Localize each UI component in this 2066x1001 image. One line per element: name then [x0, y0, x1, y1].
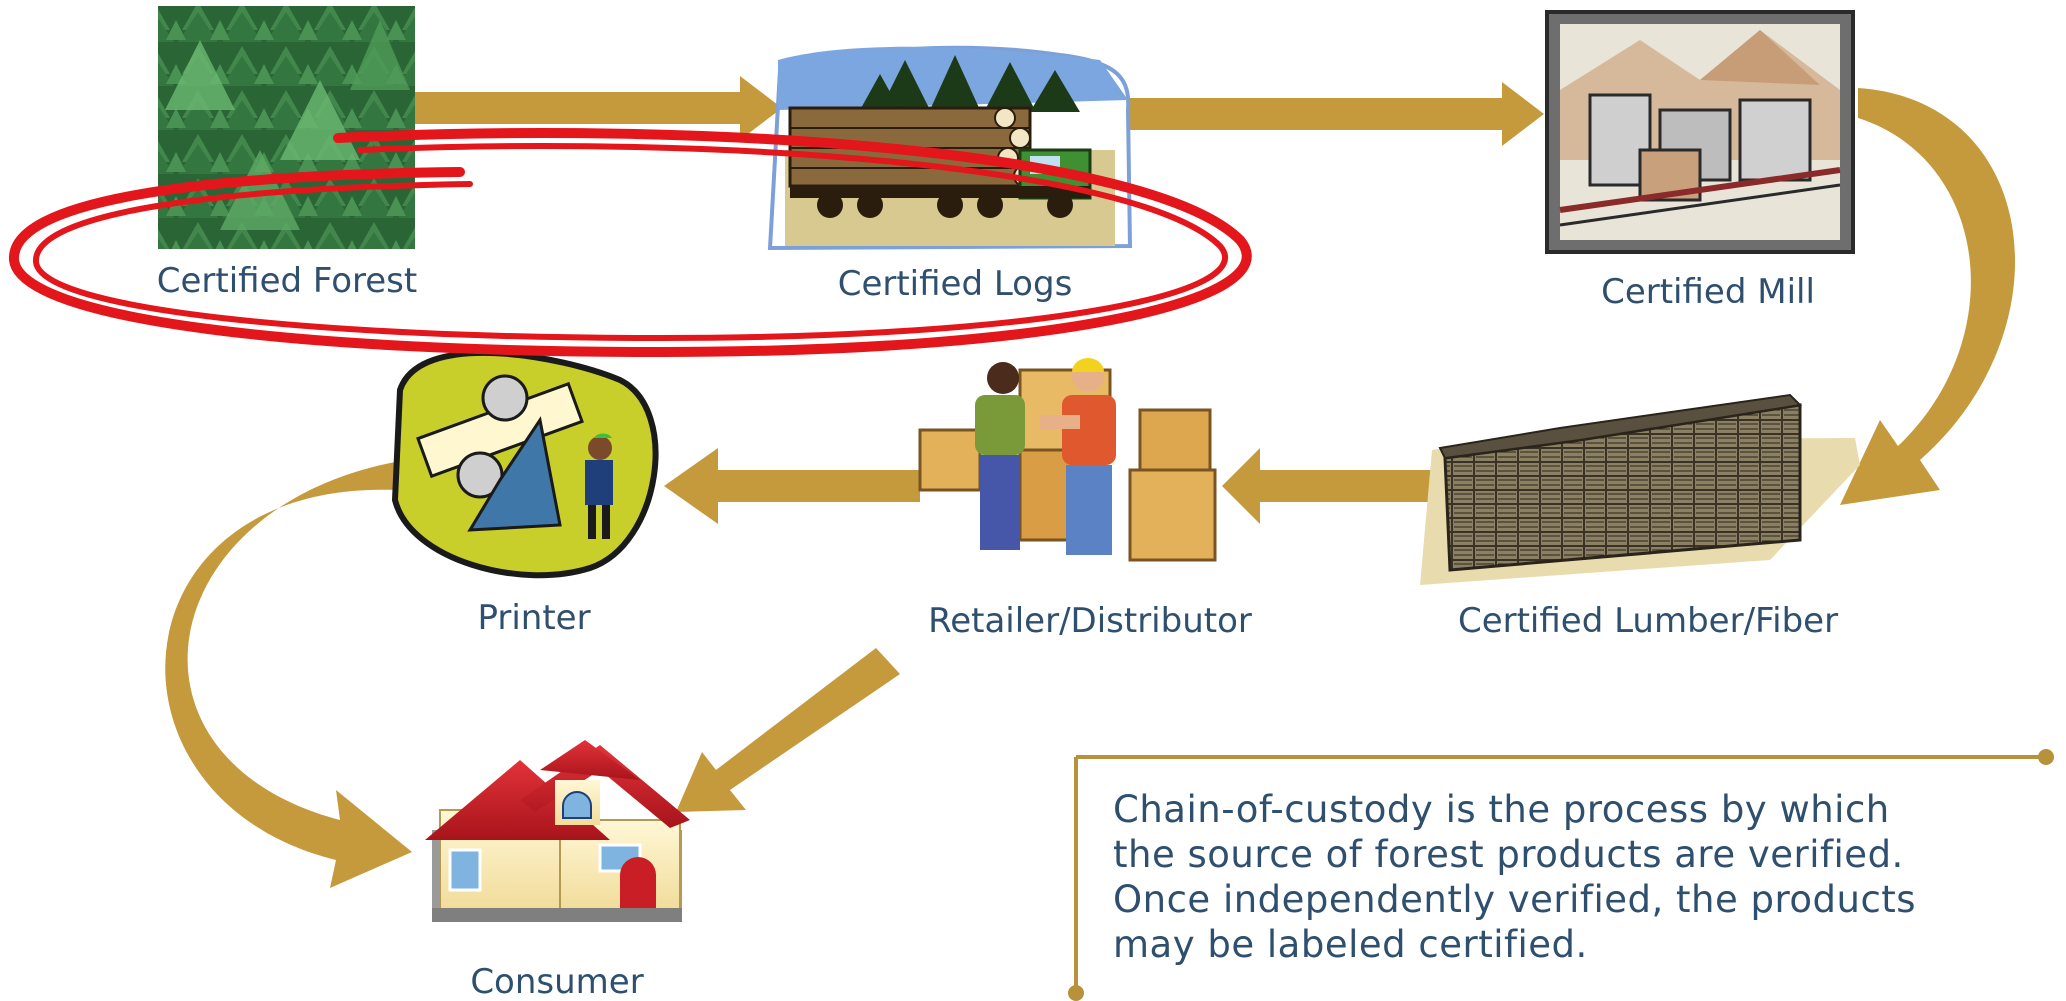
- mill-factory-icon: [1545, 10, 1855, 254]
- description-line-1: Chain-of-custody is the process by which: [1113, 788, 1890, 831]
- arrow-logs-to-mill: [1130, 82, 1544, 146]
- flow-arrows: [165, 76, 2016, 888]
- label-printer: Printer: [477, 598, 590, 638]
- printing-press-icon: [391, 349, 659, 579]
- highlight-ellipse: [8, 128, 1252, 358]
- certified-forest-node: [158, 6, 415, 249]
- arrow-mill-to-lumber: [1840, 88, 2016, 505]
- callout-bottom-dot: [1068, 985, 1084, 1001]
- description-line-4: may be labeled certified.: [1113, 923, 1588, 966]
- lumber-stack-icon: [1420, 393, 1860, 585]
- workers-with-boxes-icon: [918, 358, 1217, 562]
- certified-lumber-fiber-node: [1420, 393, 1860, 585]
- node-labels: Certified Forest Certified Logs Certifie…: [157, 261, 1838, 1001]
- label-certified-logs: Certified Logs: [838, 264, 1073, 304]
- arrow-lumber-to-retailer: [1222, 448, 1440, 524]
- description-line-2: the source of forest products are verifi…: [1113, 833, 1904, 876]
- arrow-forest-to-logs: [412, 76, 782, 140]
- arrow-retailer-to-consumer: [676, 648, 900, 812]
- callout-top-dot: [2038, 749, 2054, 765]
- certified-mill-node: [1545, 10, 1855, 254]
- house-icon: [425, 740, 690, 922]
- label-retailer-distributor: Retailer/Distributor: [928, 601, 1252, 641]
- label-certified-mill: Certified Mill: [1601, 272, 1815, 312]
- forest-photo: [158, 6, 415, 249]
- label-certified-lumber-fiber: Certified Lumber/Fiber: [1458, 601, 1838, 641]
- arrow-printer-to-consumer: [165, 462, 412, 888]
- printer-node: [391, 349, 659, 579]
- label-certified-forest: Certified Forest: [157, 261, 417, 301]
- arrow-retailer-to-printer: [664, 448, 920, 524]
- retailer-distributor-node: [918, 358, 1217, 562]
- label-consumer: Consumer: [470, 962, 643, 1001]
- consumer-node: [425, 740, 690, 922]
- description-callout: Chain-of-custody is the process by which…: [1068, 749, 2054, 1001]
- description-line-3: Once independently verified, the product…: [1113, 878, 1916, 921]
